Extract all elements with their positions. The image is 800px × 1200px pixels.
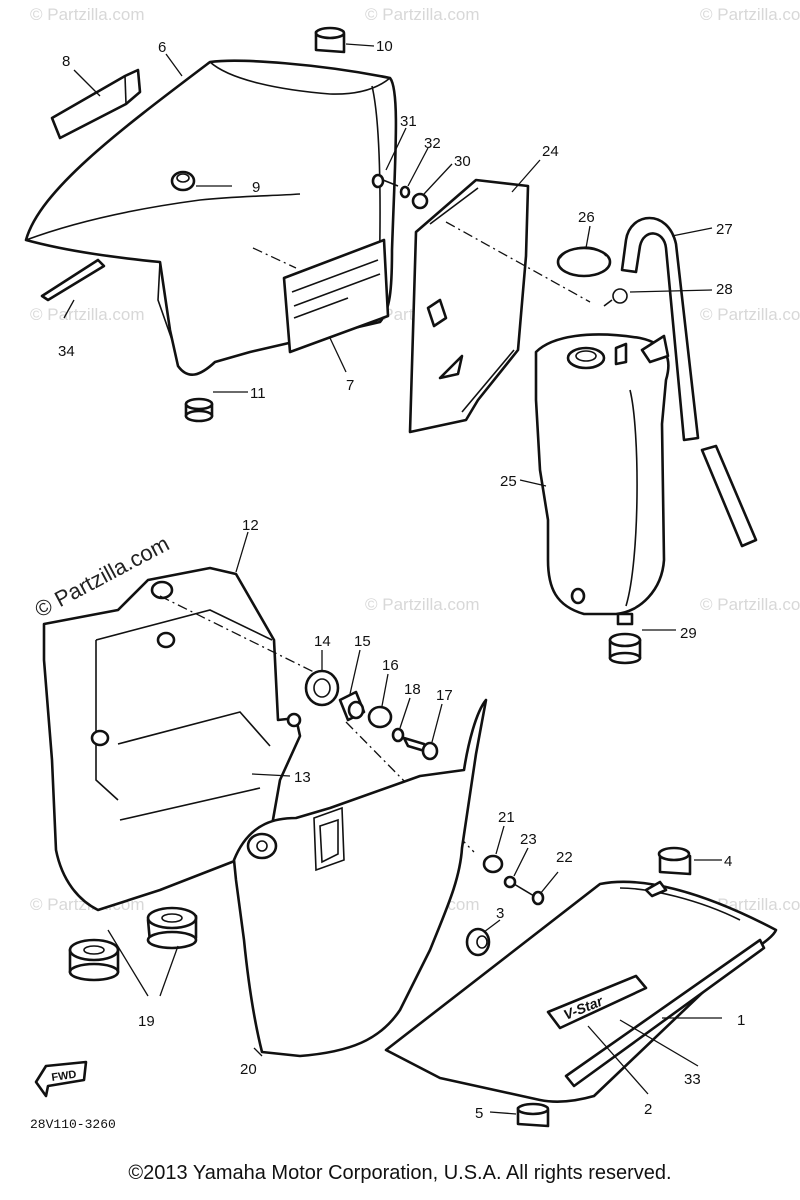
part-22-screw [513,883,545,906]
callout-17: 17 [436,687,453,704]
watermark-text: © Partzilla.com [30,305,145,324]
callout-10: 10 [376,38,393,55]
callout-20: 20 [240,1061,257,1078]
part-21-washer [482,854,504,874]
watermark-text: © Partzilla.com [700,305,800,324]
callout-13: 13 [294,769,311,786]
callout-32: 32 [424,135,441,152]
callout-labels: 1 2 3 4 5 6 7 8 9 10 11 12 13 14 15 16 1… [58,38,745,1122]
callout-9: 9 [252,179,260,196]
watermark-text: © Partzilla.com [365,595,480,614]
callout-34: 34 [58,343,75,360]
watermark-text: © Partzilla.com [30,5,145,24]
part-28-clamp [603,288,628,307]
callout-29: 29 [680,625,697,642]
part-30-washer [411,192,429,210]
part-32-washer [399,185,411,199]
copyright-notice: ©2013 Yamaha Motor Corporation, U.S.A. A… [128,1162,672,1184]
fwd-label: FWD [51,1069,78,1084]
part-23-lock-washer [503,875,517,889]
part-15-collar [338,690,366,722]
callout-11: 11 [250,385,266,402]
callout-8: 8 [62,53,70,70]
part-7-label [282,238,390,354]
part-16-washer [367,705,393,729]
callout-33: 33 [684,1071,701,1088]
part-19-grommets [68,906,198,982]
part-17-bolt [402,736,439,761]
callout-4: 4 [724,853,732,870]
callout-30: 30 [454,153,471,170]
callout-14: 14 [314,633,331,650]
leader-lines [63,43,722,1115]
part-8-bracket [50,68,142,140]
callout-22: 22 [556,849,573,866]
part-14-grommet [304,669,340,707]
callout-3: 3 [496,905,504,922]
part-31-screw [371,173,399,189]
callout-1: 1 [737,1012,745,1029]
part-12-battery-box [42,566,302,912]
part-20-side-cover [232,698,488,1058]
watermark-text: © Partzilla.com [700,595,800,614]
callout-7: 7 [346,377,354,394]
watermark-text: © Partzilla.com [365,5,480,24]
callout-25: 25 [500,473,517,490]
callout-12: 12 [242,517,259,534]
part-24-bracket [408,178,530,434]
part-18-lock-washer [391,727,405,743]
callout-31: 31 [400,113,417,130]
callout-6: 6 [158,39,166,56]
part-27-hose [620,216,758,548]
callout-24: 24 [542,143,559,160]
part-10-grommet [314,26,346,54]
part-1-side-panel [384,880,778,1103]
callout-5: 5 [475,1105,483,1122]
part-5-grommet [516,1102,550,1128]
watermark-text: © Partzilla.com [700,5,800,24]
fwd-arrow-icon: FWD [34,1060,88,1098]
part-3-grommet [465,927,491,957]
callout-26: 26 [578,209,595,226]
callout-2: 2 [644,1101,652,1118]
part-34-strip [40,258,106,302]
drawing-code: 28V110-3260 [30,1117,116,1132]
part-9-grommet [170,170,196,192]
callout-28: 28 [716,281,733,298]
part-4-grommet [657,846,692,876]
callout-18: 18 [404,681,421,698]
callout-21: 21 [498,809,515,826]
callout-15: 15 [354,633,371,650]
part-29-grommet [608,632,642,665]
part-25-reservoir-tank [534,333,670,626]
callout-16: 16 [382,657,399,674]
callout-19: 19 [138,1013,155,1030]
callout-23: 23 [520,831,537,848]
part-26-cap [556,246,612,278]
callout-27: 27 [716,221,733,238]
part-11-grommet [184,397,214,423]
